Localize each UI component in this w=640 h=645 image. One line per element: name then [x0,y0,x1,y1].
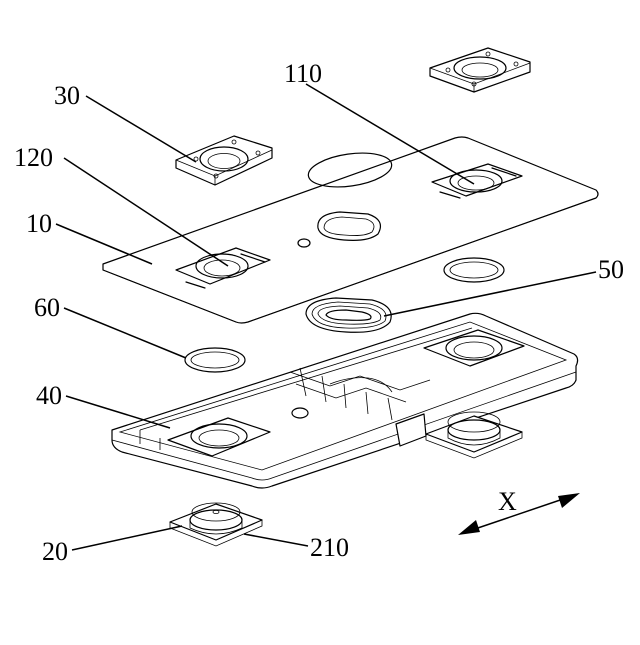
label-30: 30 [54,81,80,110]
part-40-housing [112,313,578,488]
direction-arrow-x [458,493,580,535]
label-20: 20 [42,537,68,566]
label-50: 50 [598,255,624,284]
label-x: X [498,487,517,516]
ring-upper-right [444,258,504,282]
part-60-ring [185,348,245,372]
leader-lines [56,84,596,550]
label-10: 10 [26,209,52,238]
part-50-seal [306,298,391,332]
part-20-terminal [170,503,262,546]
label-210: 210 [310,533,349,562]
label-40: 40 [36,381,62,410]
top-right-cap [430,48,530,92]
label-120: 120 [14,143,53,172]
label-60: 60 [34,293,60,322]
label-110: 110 [284,59,322,88]
part-30-cap [176,136,272,185]
reference-labels: 30 110 120 10 50 60 40 X 20 210 [14,59,624,566]
